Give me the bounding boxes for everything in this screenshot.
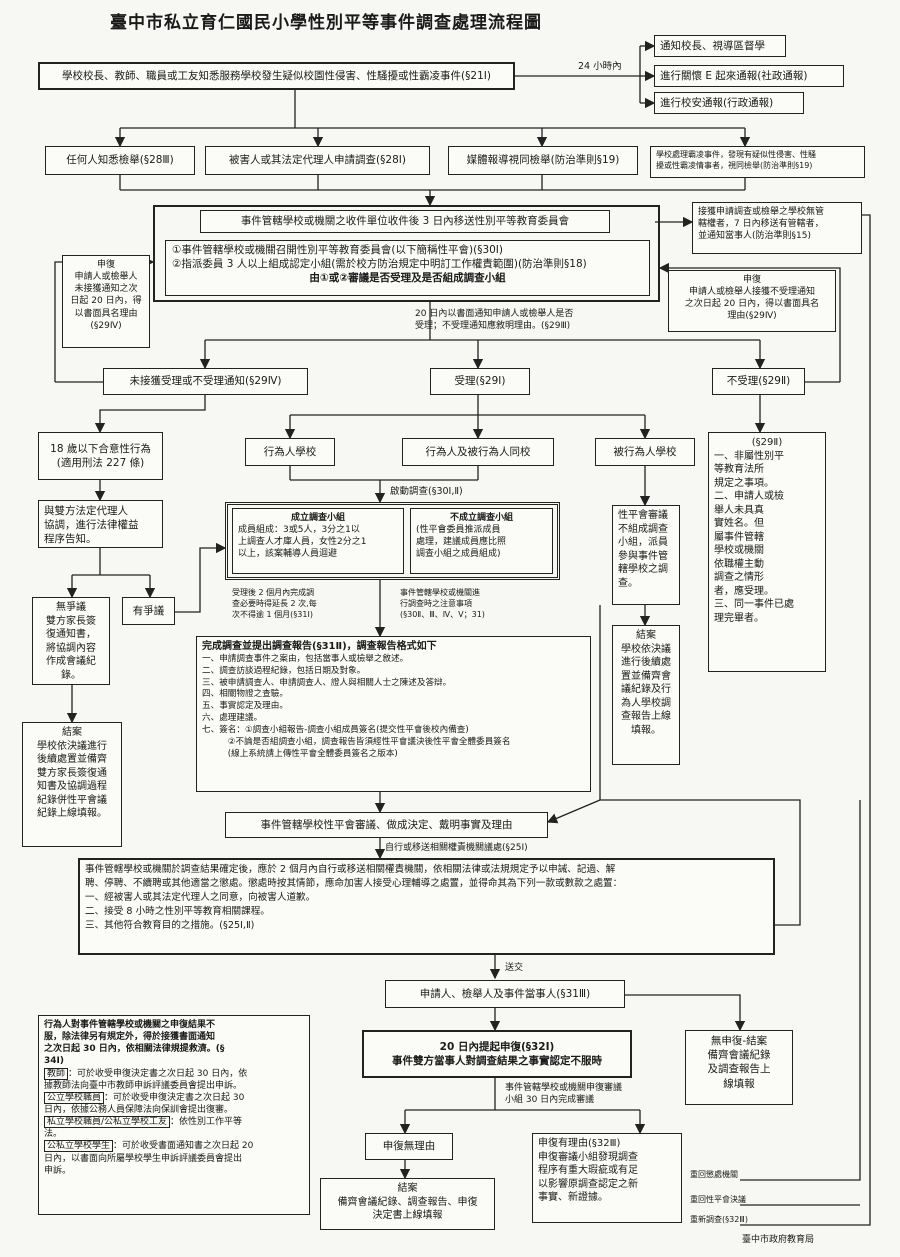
anyone-report-box: 任何人知悉檢舉(§28Ⅲ) bbox=[45, 146, 195, 175]
actor-school-box: 行為人學校 bbox=[245, 438, 335, 466]
student-label: 公私立學校學生 bbox=[44, 1140, 114, 1153]
served-label: 送交 bbox=[505, 963, 524, 973]
receipt-box: 事件管轄學校或機關之收件單位收件後 3 日內移送性別平等教育委員會 bbox=[200, 210, 610, 233]
within-20days-label: 20 日內以書面通知申請人或檢舉人是否 受理；不受理通知應敘明理由。(§29Ⅲ) bbox=[415, 309, 574, 332]
page-title: 臺中市私立育仁國民小學性別平等事件調查處理流程圖 bbox=[110, 13, 542, 33]
close-final-box: 結案 備齊會議紀錄、調查報告、申復 決定書上線填報 bbox=[320, 1178, 495, 1230]
appeal-left-box: 申復 申請人或檢舉人 未接獲通知之次 日起 20 日內，得 以書面具名理由 (§… bbox=[62, 255, 150, 348]
media-report-box: 媒體報導視同檢舉(防治準則§19) bbox=[448, 146, 638, 175]
committee-steps-box: ①事件管轄學校或機關召開性別平等教育委員會(以下簡稱性平會)(§30Ⅰ) ②指派… bbox=[165, 240, 650, 296]
appeal-actor-box: 行為人對事件管轄學校或機關之申復結果不 服，除法律另有規定外，得於接獲書面通知 … bbox=[38, 1015, 310, 1215]
transfer-box: 接獲申請調查或檢舉之學校無管 轄權者，7 日內移送有管轄者， 並通知當事人(防治… bbox=[692, 202, 862, 254]
back-org-label: 重回懲處機關 bbox=[690, 1170, 738, 1179]
appeal-no-reason-box: 申復無理由 bbox=[365, 1133, 453, 1160]
no-team-box: 不成立調查小組 (性平會委員推派成員 處理，建議成員應比照 調查小組之成員組成) bbox=[410, 508, 553, 574]
close-victim-box: 結案 學校依決議 進行後續處 置並備齊會 議紀錄及行 為人學校調 查報告上線 填… bbox=[612, 625, 680, 765]
transfer-discipline-label: 自行或移送相關權責機關議處(§25Ⅰ) bbox=[385, 843, 528, 853]
parties-box: 申請人、檢舉人及事件當事人(§31Ⅲ) bbox=[385, 980, 625, 1008]
considerations-label: 事件管轄學校或機關進 行調查時之注意事項 (§30Ⅱ、Ⅲ、Ⅳ、Ⅴ；31) bbox=[400, 588, 485, 619]
form-team-box: 成立調查小組 成員組成：3或5人，3分之1以 上調查人才庫人員，女性2分之1 以… bbox=[232, 508, 404, 574]
same-school-box: 行為人及被行為人同校 bbox=[402, 438, 554, 466]
trigger-box: 學校校長、教師、職員或工友知悉服務學校發生疑似校園性侵害、性騷擾或性霸凌事件(§… bbox=[38, 62, 515, 90]
review30-label: 事件管轄學校或機關申復審議 小組 30 日內完成審議 bbox=[505, 1083, 623, 1106]
victim-school-detail-box: 性平會審議 不組成調查 小組，派員 參與事件管 轄學校之調 查。 bbox=[612, 505, 680, 605]
no-notice-box: 未接獲受理或不受理通知(§29Ⅳ) bbox=[103, 368, 308, 395]
teacher-label: 教師 bbox=[44, 1067, 69, 1080]
report-box: 完成調查並提出調查報告(§31Ⅱ)，調查報告格式如下 一、申請調查事件之案由，包… bbox=[196, 636, 591, 792]
committee-step-3: 由①或②審議是否受理及是否組成調查小組 bbox=[309, 272, 506, 285]
team-frame bbox=[225, 502, 560, 580]
committee-step-1: ①事件管轄學校或機關召開性別平等教育委員會(以下簡稱性平會)(§30Ⅰ) bbox=[172, 244, 504, 256]
no-appeal-box: 無申復-結案 備齊會議紀錄 及調查報告上 線填報 bbox=[685, 1030, 793, 1105]
committee-step-2: ②指派委員 3 人以上組成認定小組(需於校方防治規定中明訂工作權責範圍)(防治準… bbox=[172, 258, 587, 271]
notify-principal-box: 通知校長、視導區督學 bbox=[654, 35, 786, 57]
investigate-label: 啟動調查(§30Ⅰ,Ⅱ) bbox=[390, 486, 463, 497]
committee-review-box: 事件管轄學校性平會審議、做成決定、戴明事實及理由 bbox=[225, 812, 548, 838]
appeal20-box: 20 日內提起申復(§32Ⅰ) 事件雙方當事人對調查結果之事實認定不服時 bbox=[362, 1030, 632, 1078]
under18-box: 18 歲以下合意性行為 (適用刑法 227 條) bbox=[38, 432, 163, 480]
dispute-box: 有爭議 bbox=[122, 597, 175, 625]
appeal-reason-box: 申復有理由(§32Ⅲ) 申復審議小組發現調查 程序有重大瑕疵或有足 以影響原調查… bbox=[532, 1133, 682, 1223]
public-staff-label: 公立學校職員 bbox=[44, 1091, 105, 1104]
guardian-box: 與雙方法定代理人 協調，進行法律權益 程序告知。 bbox=[38, 500, 163, 548]
decision-box: 事件管轄學校或機關於調查結果確定後，應於 2 個月內自行或移送相關權責機關，依相… bbox=[78, 858, 775, 955]
accepted-box: 受理(§29Ⅰ) bbox=[430, 368, 530, 395]
no-dispute-box: 無爭議 雙方家長簽 復通知書， 將協調內容 作成會議紀 錄。 bbox=[32, 597, 110, 685]
private-staff-label: 私立學校職員/公私立學校工友 bbox=[44, 1116, 171, 1129]
back-committee-label: 重回性平會決議 bbox=[690, 1195, 746, 1204]
within-24h-label: 24 小時內 bbox=[578, 61, 622, 72]
appeal-right-box: 申復 申請人或檢舉人接獲不受理通知 之次日起 20 日內，得以書面具名 理由(§… bbox=[668, 270, 836, 332]
school-process-box: 學校處理霸凌事件，發現有疑似性侵害、性騷 擾或性霸凌情事者，視同檢舉(防治準則§… bbox=[650, 146, 865, 178]
extension-label: 受理後 2 個月內完成調 查必要時得延長 2 次,每 次不得逾 1 個月(§31… bbox=[232, 588, 317, 619]
reinvestigate-label: 重新調查(§32Ⅲ) bbox=[690, 1215, 748, 1224]
reject-reasons-box: (§29Ⅱ) 一、非屬性別平 等教育法所 規定之事項。 二、申請人或檢 舉人未具… bbox=[708, 432, 826, 672]
victim-apply-box: 被害人或其法定代理人申請調查(§28Ⅰ) bbox=[205, 146, 430, 175]
campus-report-box: 進行校安通報(行政通報) bbox=[654, 92, 804, 114]
ereport-box: 進行關懷 E 起來通報(社政通報) bbox=[654, 65, 844, 87]
rejected-box: 不受理(§29Ⅱ) bbox=[712, 368, 805, 395]
victim-school-box: 被行為人學校 bbox=[595, 438, 695, 466]
footer-agency: 臺中市政府教育局 bbox=[742, 1235, 815, 1245]
close-left-box: 結案 學校依決議進行 後續處置並備齊 雙方家長簽復通 知書及協調過程 紀錄併性平… bbox=[22, 722, 122, 847]
committee-frame bbox=[153, 205, 660, 302]
